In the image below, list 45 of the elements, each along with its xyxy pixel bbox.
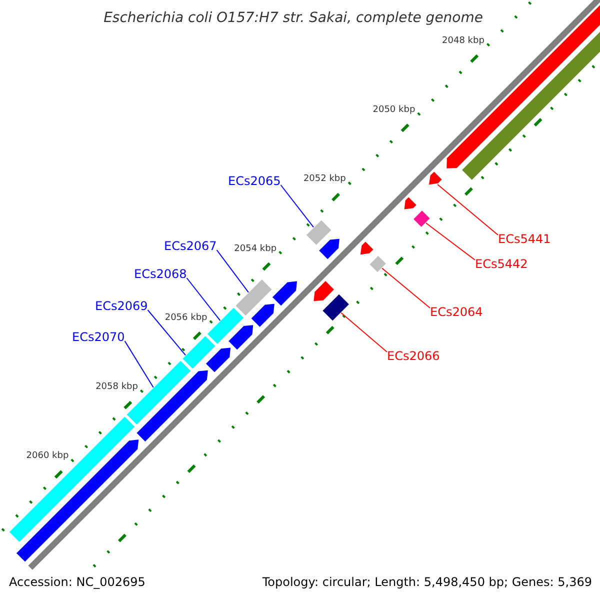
leader-line — [437, 184, 498, 236]
gene-feature — [318, 238, 341, 260]
leader-line — [340, 312, 388, 352]
gene-feature — [403, 196, 418, 210]
scale-label: 2058 kbp — [96, 383, 138, 392]
gene-feature — [15, 438, 140, 564]
gene-label: ECs5441 — [498, 233, 551, 245]
leader-line — [382, 268, 430, 308]
gene-label: ECs2066 — [387, 350, 440, 362]
gene-label: ECs2067 — [164, 240, 217, 252]
scale-label: 2056 kbp — [164, 314, 208, 323]
gene-label: ECs5442 — [475, 258, 528, 270]
leader-line — [147, 310, 186, 356]
gene-label: ECs2064 — [430, 306, 483, 318]
footer-text: Accession: NC_002695 — [9, 576, 146, 588]
gene-feature — [321, 293, 350, 322]
gene-feature — [181, 334, 217, 370]
gene-feature — [227, 324, 254, 351]
gene-feature — [206, 306, 245, 346]
scale-label: 2060 kbp — [26, 452, 69, 462]
footer-text: Topology: circular; Length: 5,498,450 bp; Genes: 5,369 — [262, 576, 592, 588]
gene-label: ECs2065 — [228, 175, 281, 187]
scale-label: 2050 kbp — [372, 106, 416, 115]
scale-label: 2048 kbp — [442, 36, 484, 46]
scale-label: 2052 kbp — [303, 175, 346, 184]
gene-label: ECs2068 — [134, 268, 187, 280]
gene-feature — [305, 218, 333, 246]
gene-label: ECs2070 — [72, 331, 125, 343]
gene-feature — [412, 209, 432, 228]
gene-feature — [271, 280, 298, 308]
gene-feature — [312, 280, 336, 302]
scale-label: 2054 kbp — [234, 244, 277, 254]
gene-feature — [428, 170, 444, 186]
gene-feature — [250, 302, 276, 328]
leader-line — [124, 340, 154, 388]
leader-line — [216, 250, 249, 293]
gene-feature — [234, 278, 274, 317]
gene-label: ECs2069 — [95, 300, 148, 312]
gene-feature — [359, 240, 375, 256]
leader-line — [280, 184, 314, 228]
gene-feature — [368, 254, 388, 274]
gene-feature — [8, 415, 136, 544]
leader-line — [425, 222, 476, 260]
title: Escherichia coli O157:H7 str. Sakai, complete genome — [104, 11, 483, 25]
leader-line — [186, 278, 221, 322]
